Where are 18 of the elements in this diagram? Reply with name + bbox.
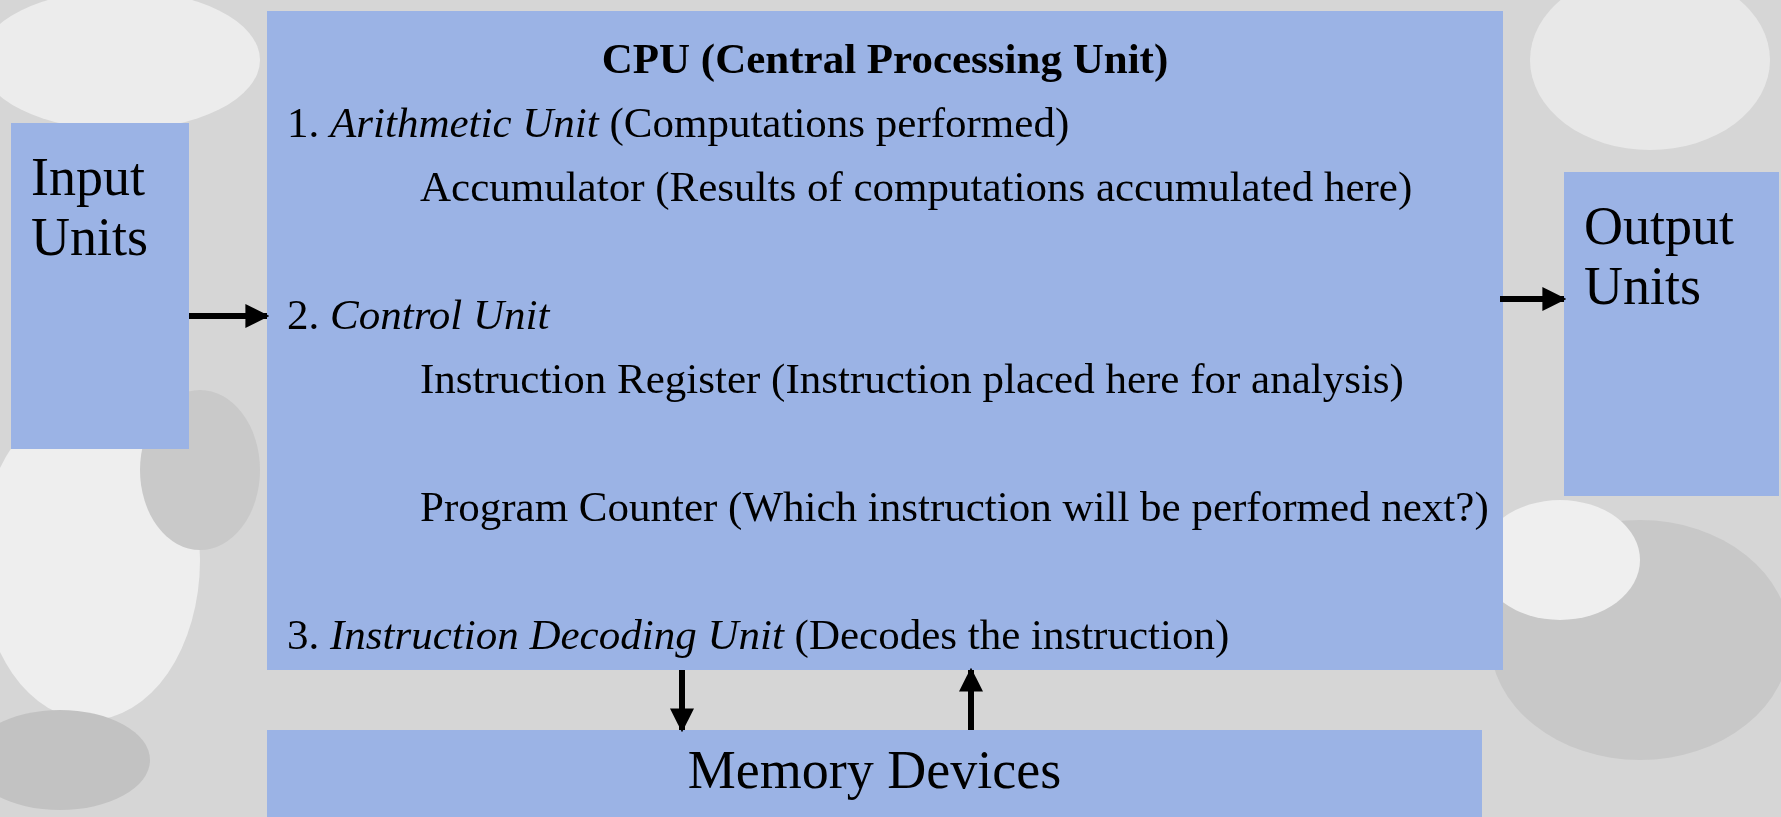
arrow [670,670,694,733]
sub-item: Instruction Register (Instruction placed here for analysis) [420,354,1405,404]
sub-item: Program Counter (Which instruction will be performed next?) [420,482,1490,532]
arrow [1500,287,1567,311]
cpu-heading: CPU (Central Processing Unit) [600,34,1170,84]
unit-box [267,730,1482,817]
list-item: 1. Arithmetic Unit (Computations performed) [287,98,1071,148]
unit-label: Memory Devices [686,740,1063,800]
cpu-box [267,11,1503,670]
list-item: 2. Control Unit [287,290,552,340]
sub-item: Accumulator (Results of computations accumulated here) [420,162,1414,212]
arrow [959,667,983,730]
unit-label: Input Units [31,147,150,267]
list-item: 3. Instruction Decoding Unit (Decodes the instruction) [287,610,1231,660]
unit-box [1564,172,1779,496]
unit-box [11,123,189,449]
unit-label: Output Units [1584,196,1735,316]
arrow [189,304,270,328]
